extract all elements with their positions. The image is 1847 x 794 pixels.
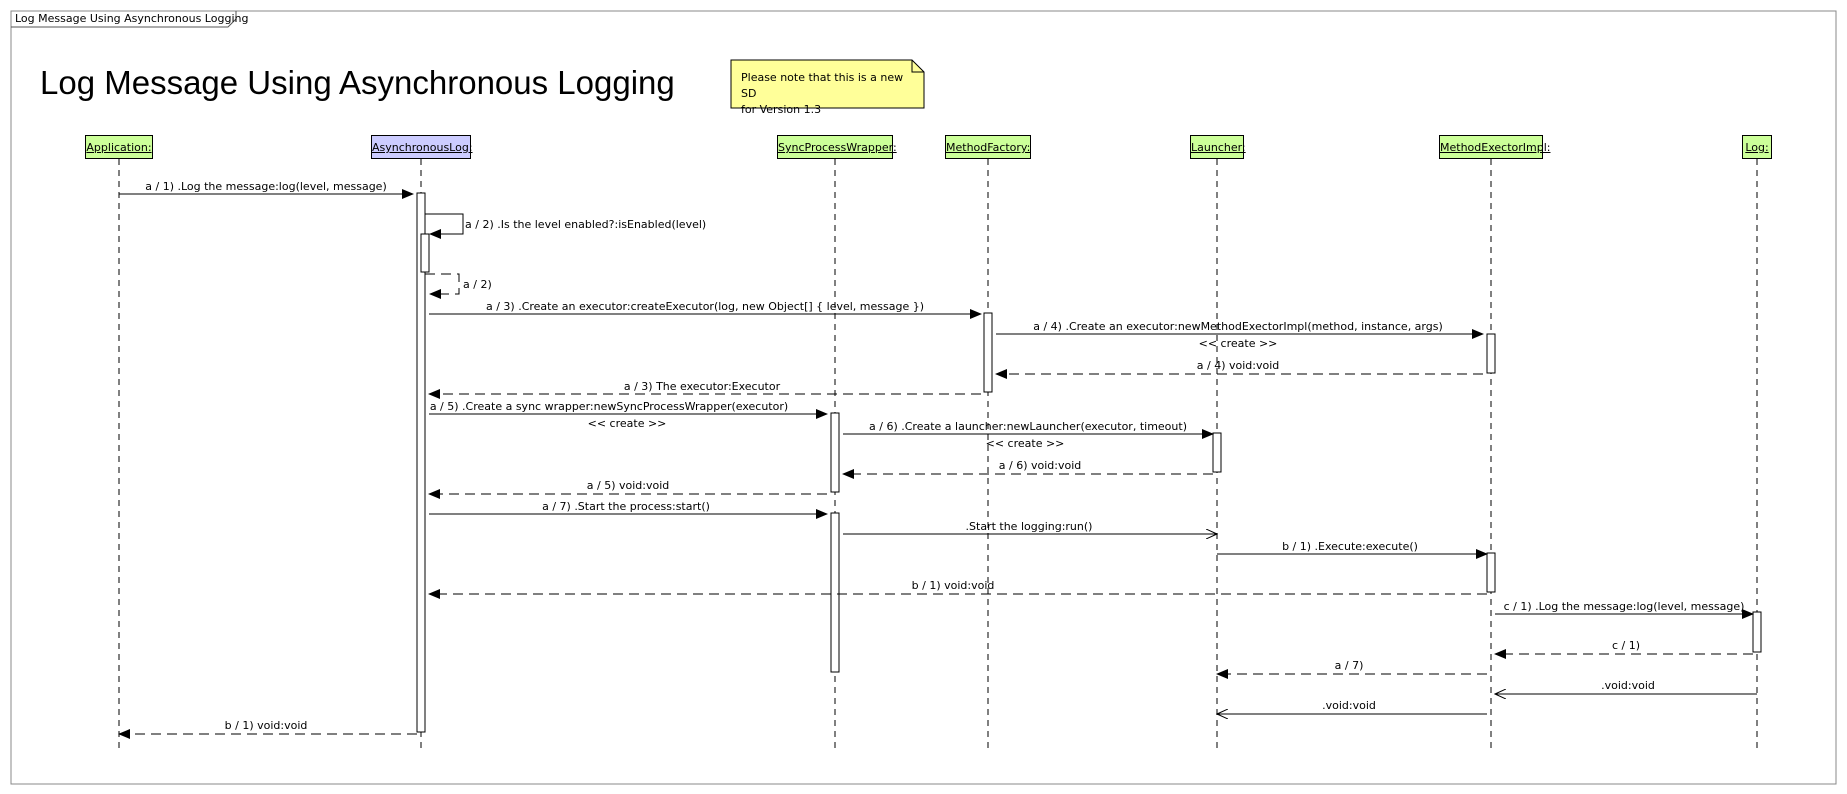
message-label-17: b / 1) .Execute:execute() [1282, 540, 1418, 553]
lifeline-head-launcher: Launcher: [1190, 135, 1246, 159]
lifeline-head-syncprocesswrapper: SyncProcessWrapper: [777, 135, 897, 159]
lifeline-head-application: Application: [85, 135, 153, 159]
diagram-frame [10, 10, 1837, 785]
activation-bar [830, 512, 840, 673]
lifeline-head-methodexectorimpl: MethodExectorImpl: [1439, 135, 1550, 159]
activation-bar [1486, 333, 1496, 374]
activation-bar [416, 192, 426, 733]
activation-bar [1212, 432, 1222, 473]
activation-bar [1752, 611, 1762, 653]
message-label-15: a / 7) .Start the process:start() [542, 500, 710, 513]
note-fold [911, 60, 924, 73]
message-label-8: a / 3) The executor:Executor [623, 380, 781, 393]
message-label-7: a / 4) void:void [1196, 359, 1280, 372]
message-label-5: a / 4) .Create an executor:newMethodExec… [1033, 320, 1443, 333]
frame-tab-label: Log Message Using Asynchronous Logging [15, 12, 249, 25]
note-line-2: for Version 1.3 [741, 103, 822, 116]
activation-bar [1486, 552, 1496, 593]
message-label-2: a / 2) .Is the level enabled?:isEnabled(… [465, 218, 707, 231]
activation-bar [830, 412, 840, 493]
message-label-18: b / 1) void:void [911, 579, 995, 592]
activation-bar [420, 233, 430, 273]
message-label-10: << create >> [587, 417, 667, 430]
page-title: Log Message Using Asynchronous Logging [40, 64, 675, 101]
message-arrow-3 [425, 273, 460, 299]
lifeline-head-asynchronouslog: AsynchronousLog: [371, 135, 473, 159]
message-label-14: a / 5) void:void [586, 479, 670, 492]
message-label-1: a / 1) .Log the message:log(level, messa… [145, 180, 387, 193]
message-label-21: a / 7) [1334, 659, 1364, 672]
note-line-1: Please note that this is a new SD [741, 71, 904, 100]
activation-bar [983, 312, 993, 393]
message-label-24: b / 1) void:void [224, 719, 308, 732]
message-label-6: << create >> [1198, 337, 1278, 350]
message-label-20: c / 1) [1611, 639, 1641, 652]
message-label-16: .Start the logging:run() [965, 520, 1093, 533]
frame-tab-outline [11, 11, 237, 28]
message-label-9: a / 5) .Create a sync wrapper:newSyncPro… [429, 400, 789, 413]
message-label-4: a / 3) .Create an executor:createExecuto… [485, 300, 925, 313]
note-box [730, 59, 925, 109]
message-label-12: << create >> [985, 437, 1065, 450]
message-label-19: c / 1) .Log the message:log(level, messa… [1503, 600, 1745, 613]
lifeline-head-methodfactory: MethodFactory: [945, 135, 1031, 159]
message-arrow-2 [425, 213, 464, 239]
message-label-3: a / 2) [463, 278, 492, 291]
message-label-22: .void:void [1601, 679, 1655, 692]
version-note: Please note that this is a new SD for Ve… [741, 70, 911, 118]
message-label-23: .void:void [1322, 699, 1376, 712]
lifeline-head-log: Log: [1742, 135, 1772, 159]
message-label-11: a / 6) .Create a launcher:newLauncher(ex… [869, 420, 1187, 433]
message-label-13: a / 6) void:void [998, 459, 1082, 472]
